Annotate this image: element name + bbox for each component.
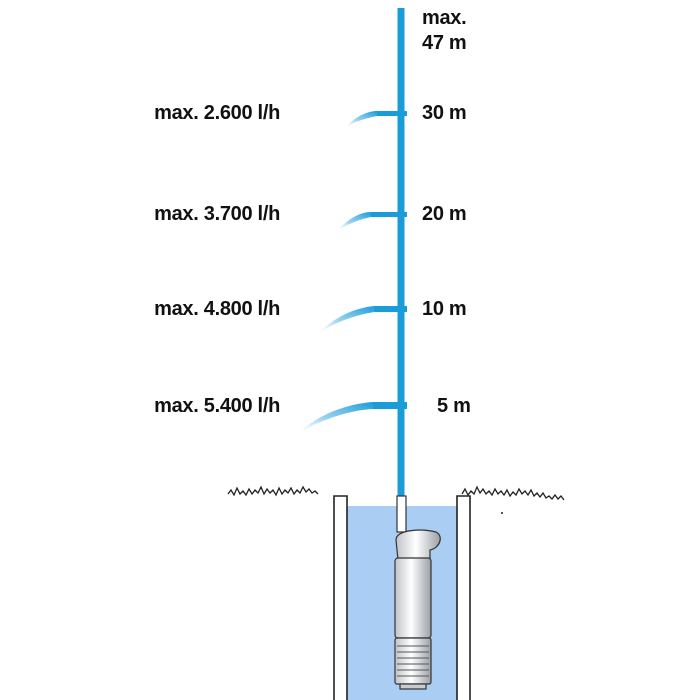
outlet-5m (300, 402, 401, 432)
height-label-10m: 10 m (422, 298, 467, 320)
well-walls (333, 495, 471, 700)
flow-label-20m: max. 3.700 l/h (154, 203, 280, 225)
riser-pipe-submerged (396, 495, 407, 533)
ground-grass-left (227, 485, 319, 497)
ground-speck (501, 512, 503, 514)
height-ticks (401, 111, 407, 409)
outlet-30m (346, 111, 401, 127)
ground-grass-right (461, 485, 565, 501)
flow-label-5m: max. 5.400 l/h (154, 395, 280, 417)
max-height-line1: max. (422, 7, 467, 29)
height-label-20m: 20 m (422, 203, 467, 225)
max-height-line2: 47 m (422, 32, 467, 54)
flow-label-10m: max. 4.800 l/h (154, 298, 280, 320)
outlet-10m (320, 306, 401, 332)
max-height-label: max. 47 m (422, 6, 467, 56)
flow-label-30m: max. 2.600 l/h (154, 102, 280, 124)
submersible-pump (394, 529, 441, 690)
height-label-30m: 30 m (422, 102, 467, 124)
outlet-20m (338, 212, 401, 230)
height-label-5m: 5 m (437, 395, 471, 417)
